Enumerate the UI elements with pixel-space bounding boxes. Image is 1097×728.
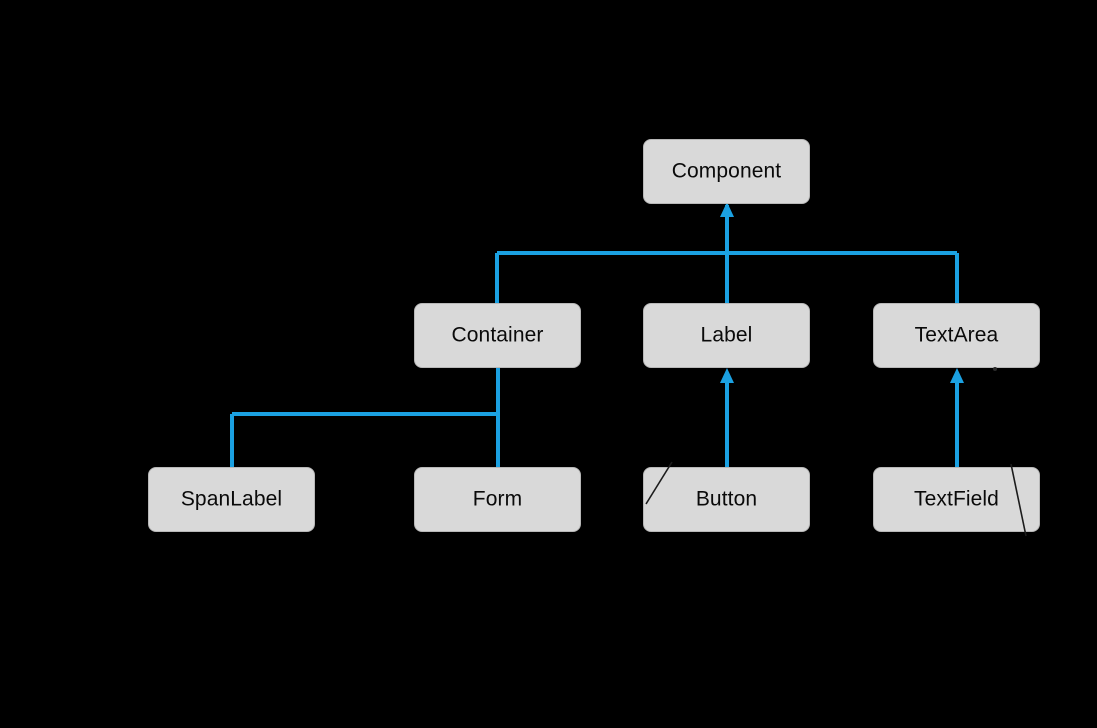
node-component-label: Component <box>671 159 782 183</box>
node-button[interactable]: Button <box>643 467 810 532</box>
node-textarea[interactable]: TextArea <box>873 303 1040 368</box>
node-form[interactable]: Form <box>414 467 581 532</box>
node-label[interactable]: Label <box>643 303 810 368</box>
node-component[interactable]: Component <box>643 139 810 204</box>
node-textarea-label: TextArea <box>914 323 999 347</box>
node-spanlabel[interactable]: SpanLabel <box>148 467 315 532</box>
node-spanlabel-label: SpanLabel <box>180 487 283 511</box>
node-label-label: Label <box>700 323 753 347</box>
node-form-label: Form <box>472 487 523 511</box>
node-textfield[interactable]: TextField <box>873 467 1040 532</box>
node-textfield-label: TextField <box>914 487 999 511</box>
node-container-label: Container <box>451 323 544 347</box>
node-container[interactable]: Container <box>414 303 581 368</box>
node-button-label: Button <box>695 487 758 511</box>
